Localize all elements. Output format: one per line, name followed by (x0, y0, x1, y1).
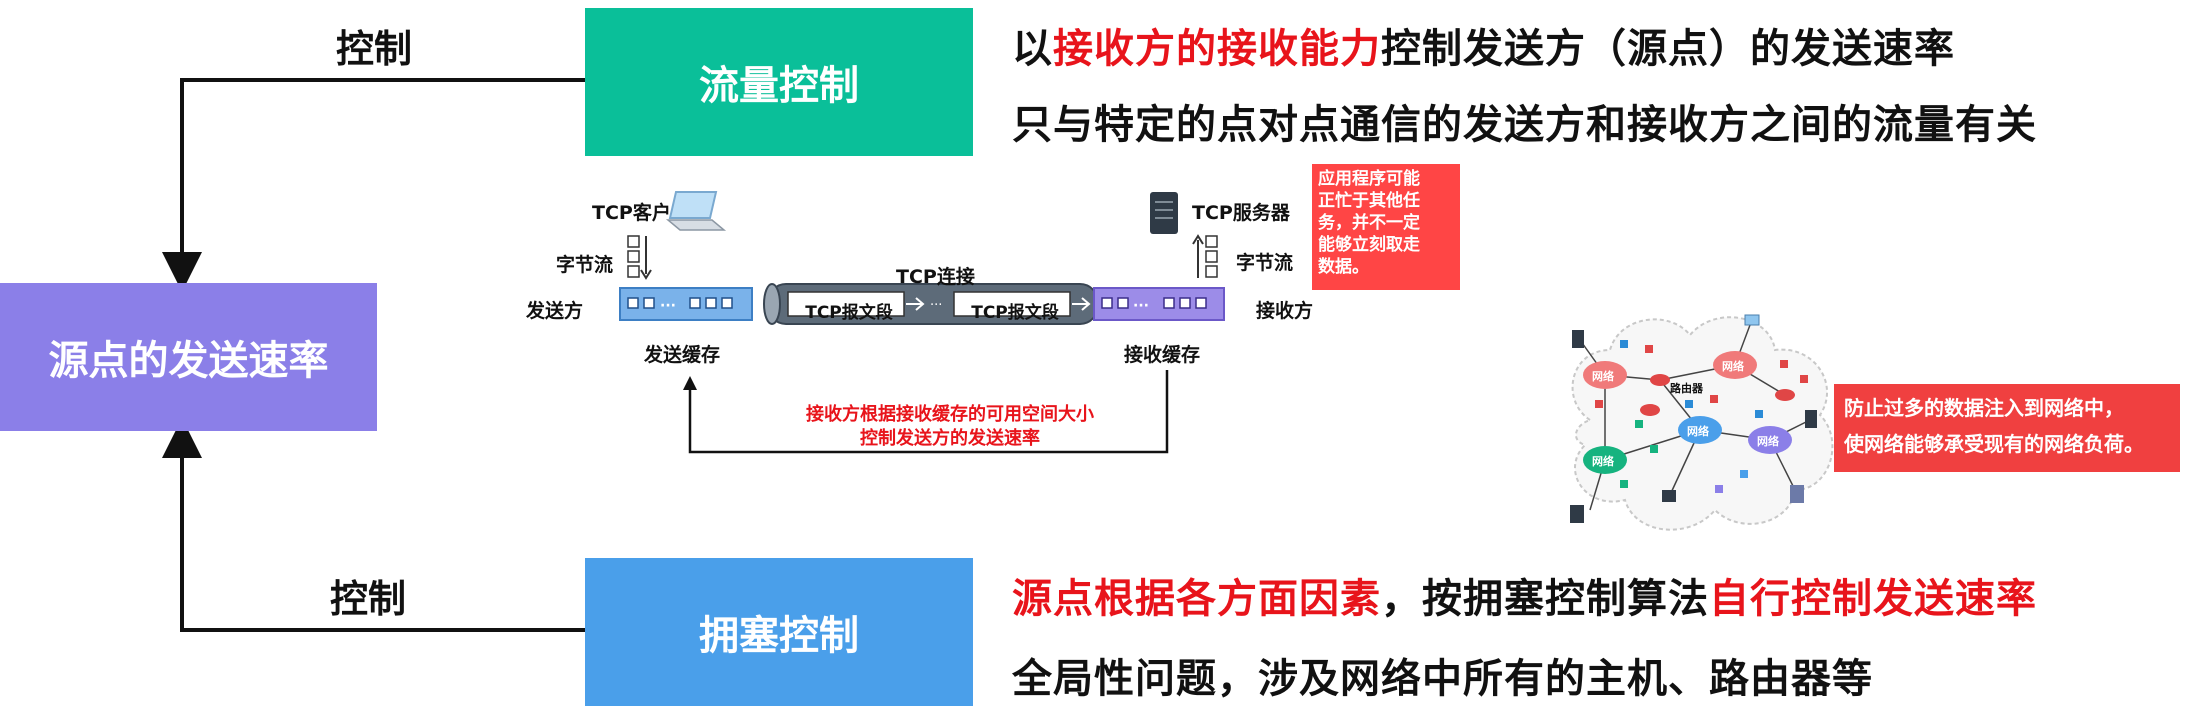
flow-control-line2: 只与特定的点对点通信的发送方和接收方之间的流量有关 (1012, 102, 2037, 148)
flow-control-line1: 以接收方的接收能力控制发送方（源点）的发送速率 (1012, 16, 1955, 74)
svg-text:···: ··· (930, 298, 942, 313)
source-rate-box: 源点的发送速率 (0, 283, 377, 431)
network-note-line1: 防止过多的数据注入到网络中， (1844, 396, 2124, 420)
congestion-to-source-arrow (162, 418, 585, 632)
router-icon (1775, 389, 1795, 401)
congestion-control-title: 拥塞控制 (699, 613, 859, 659)
computer-icon (1790, 485, 1804, 503)
svg-text:···: ··· (1133, 298, 1149, 314)
server-icon (1570, 505, 1584, 523)
byte-stream-right-label: 字节流 (1236, 252, 1294, 274)
svg-text:···: ··· (660, 298, 676, 314)
source-rate-label: 源点的发送速率 (48, 338, 329, 384)
network-label: 网络 (1592, 454, 1614, 468)
app-busy-note-line: 正忙于其他任 (1318, 191, 1420, 211)
network-label: 网络 (1592, 369, 1614, 383)
recv-buffer-label: 接收缓存 (1124, 344, 1201, 366)
server-icon (1572, 330, 1584, 348)
byte-stream-left-label: 字节流 (556, 254, 614, 276)
tcp-client-label: TCP客户 (592, 202, 671, 224)
flow-control-title: 流量控制 (699, 63, 859, 109)
congestion-control-box: 拥塞控制 (585, 558, 973, 706)
laptop-icon (1744, 314, 1760, 326)
receiver-label: 接收方 (1256, 300, 1314, 322)
network-label: 网络 (1757, 434, 1779, 448)
computer-icon (1662, 490, 1676, 502)
feedback-note-line2: 控制发送方的发送速率 (860, 428, 1040, 449)
network-bubble (1748, 426, 1792, 454)
network-bubble (1583, 361, 1627, 389)
congestion-control-line2: 全局性问题，涉及网络中所有的主机、路由器等 (1012, 656, 1873, 702)
flow-line1-prefix: 以 (1012, 26, 1053, 72)
receive-buffer: ··· (1093, 287, 1225, 321)
send-buffer-label: 发送缓存 (644, 344, 721, 366)
segment-label-1: TCP报文段 (805, 303, 893, 323)
router-icon (1640, 404, 1660, 416)
segment-label-2: TCP报文段 (971, 303, 1059, 323)
feedback-arrow (683, 370, 1169, 454)
tcp-server-label: TCP服务器 (1192, 202, 1290, 224)
flow-control-box: 流量控制 (585, 8, 973, 156)
byte-stream-right (1192, 234, 1218, 278)
network-cloud-diagram: 网络 网络 网络 网络 网络 路由器 (1570, 314, 1834, 531)
app-busy-note-line: 应用程序可能 (1318, 169, 1420, 189)
congestion-line1-highlight-b: 自行控制发送速率 (1709, 576, 2037, 622)
network-congestion-note: 防止过多的数据注入到网络中， 使网络能够承受现有的网络负荷。 (1834, 384, 2180, 472)
app-busy-note: 应用程序可能 正忙于其他任 务，并不一定 能够立刻取走 数据。 (1312, 164, 1460, 290)
network-label: 网络 (1687, 424, 1709, 438)
flow-line1-highlight: 接收方的接收能力 (1053, 26, 1381, 72)
app-busy-note-line: 能够立刻取走 (1318, 235, 1420, 255)
network-bubble (1713, 351, 1757, 379)
network-bubble (1583, 446, 1627, 474)
feedback-note-line1: 接收方根据接收缓存的可用空间大小 (806, 404, 1094, 425)
tcp-connection-label: TCP连接 (896, 266, 975, 288)
sender-label: 发送方 (526, 300, 584, 322)
tcp-connection-pipe: ··· (763, 283, 1099, 325)
server-icon (1150, 192, 1178, 234)
congestion-line1-middle: ，按拥塞控制算法 (1381, 576, 1709, 622)
app-busy-note-line: 务，并不一定 (1318, 213, 1420, 233)
flow-line1-suffix: 控制发送方（源点）的发送速率 (1381, 26, 1955, 72)
flow-to-source-arrow (162, 78, 585, 292)
byte-stream-left (627, 235, 652, 280)
send-buffer: ··· (619, 287, 753, 321)
tcp-flow-diagram: ··· ··· ··· (619, 191, 1225, 454)
network-label: 网络 (1722, 359, 1744, 373)
control-label-bottom: 控制 (330, 577, 407, 621)
congestion-line1-highlight-a: 源点根据各方面因素 (1012, 576, 1381, 622)
router-label: 路由器 (1670, 381, 1704, 395)
laptop-icon (665, 191, 727, 231)
network-bubble (1678, 416, 1722, 444)
control-label-top: 控制 (336, 27, 413, 71)
congestion-control-line1: 源点根据各方面因素，按拥塞控制算法自行控制发送速率 (1012, 566, 2037, 624)
router-icon (1650, 374, 1670, 386)
network-note-line2: 使网络能够承受现有的网络负荷。 (1844, 432, 2144, 456)
server-icon (1805, 410, 1817, 428)
app-busy-note-line: 数据。 (1318, 257, 1369, 277)
